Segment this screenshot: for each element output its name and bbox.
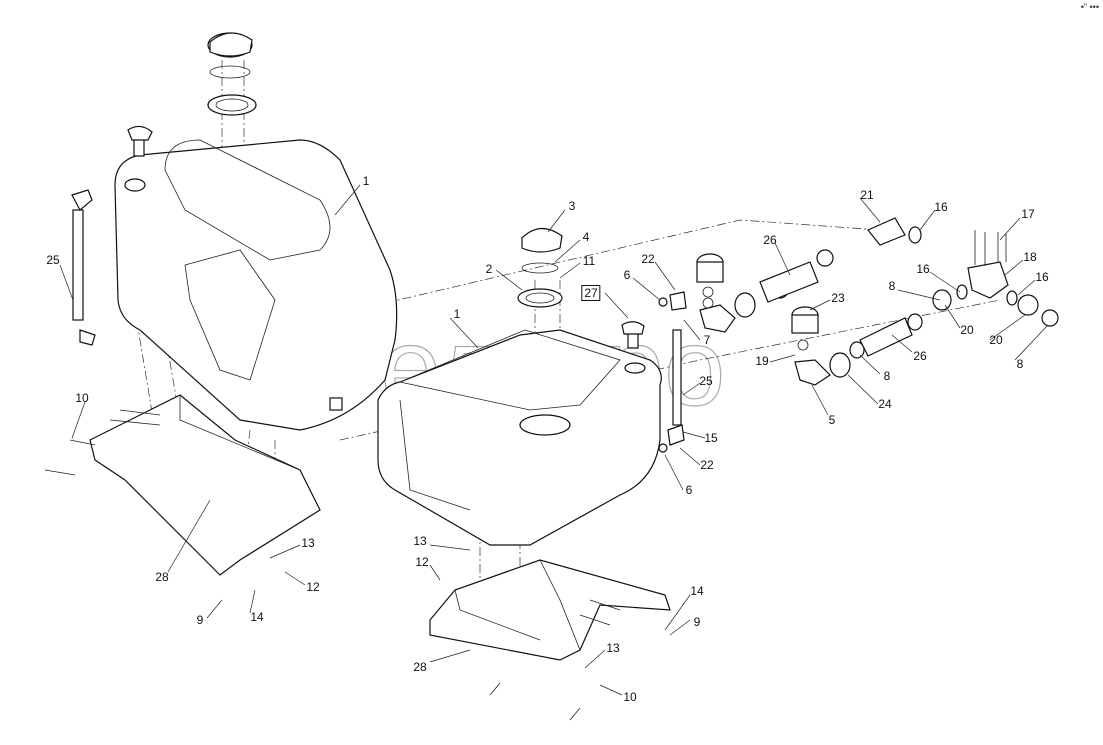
center-filler-cap [517,227,645,349]
left-breather-hose [71,189,96,346]
callout-4: 4 [582,230,590,244]
callout-3: 3 [568,199,576,213]
callout-12: 12 [415,555,429,569]
callout-10: 10 [75,391,89,405]
callout-7: 7 [703,333,711,347]
center-tank [377,329,662,546]
callout-22: 22 [700,458,714,472]
callout-5: 5 [828,413,836,427]
callout-1: 1 [362,174,370,188]
right-fittings [696,217,1059,386]
callout-8: 8 [1016,357,1024,371]
callout-8: 8 [888,279,896,293]
left-bracket [44,394,321,576]
callout-20: 20 [960,323,974,337]
callout-2: 2 [485,262,493,276]
callout-14: 14 [250,610,264,624]
callout-1: 1 [453,307,461,321]
callout-13: 13 [606,641,620,655]
callout-16: 16 [934,200,948,214]
callout-17: 17 [1021,207,1035,221]
callout-16: 16 [1035,270,1049,284]
callout-27: 27 [581,285,601,301]
callout-22: 22 [641,252,655,266]
callout-28: 28 [413,660,427,674]
callout-8: 8 [883,369,891,383]
center-bracket [429,559,671,721]
left-tank [114,139,398,431]
callout-10: 10 [623,690,637,704]
callout-24: 24 [878,397,892,411]
callout-16: 16 [916,262,930,276]
callout-19: 19 [755,354,769,368]
callout-6: 6 [623,268,631,282]
callout-20: 20 [989,333,1003,347]
callout-23: 23 [831,291,845,305]
callout-13: 13 [413,534,427,548]
callout-25: 25 [46,253,60,267]
callout-26: 26 [763,233,777,247]
callout-13: 13 [301,536,315,550]
leader-lines [59,184,1049,696]
callout-6: 6 [685,483,693,497]
callout-11: 11 [582,254,596,268]
callout-28: 28 [155,570,169,584]
callout-26: 26 [913,349,927,363]
callout-21: 21 [860,188,874,202]
callout-15: 15 [704,431,718,445]
corner-mark: •" ••• [1080,2,1099,12]
left-filler-cap [127,32,257,157]
callout-25: 25 [699,374,713,388]
callout-18: 18 [1023,250,1037,264]
callout-9: 9 [693,615,701,629]
callout-14: 14 [690,584,704,598]
callout-12: 12 [306,580,320,594]
callout-9: 9 [196,613,204,627]
center-breather-hose [658,291,687,453]
